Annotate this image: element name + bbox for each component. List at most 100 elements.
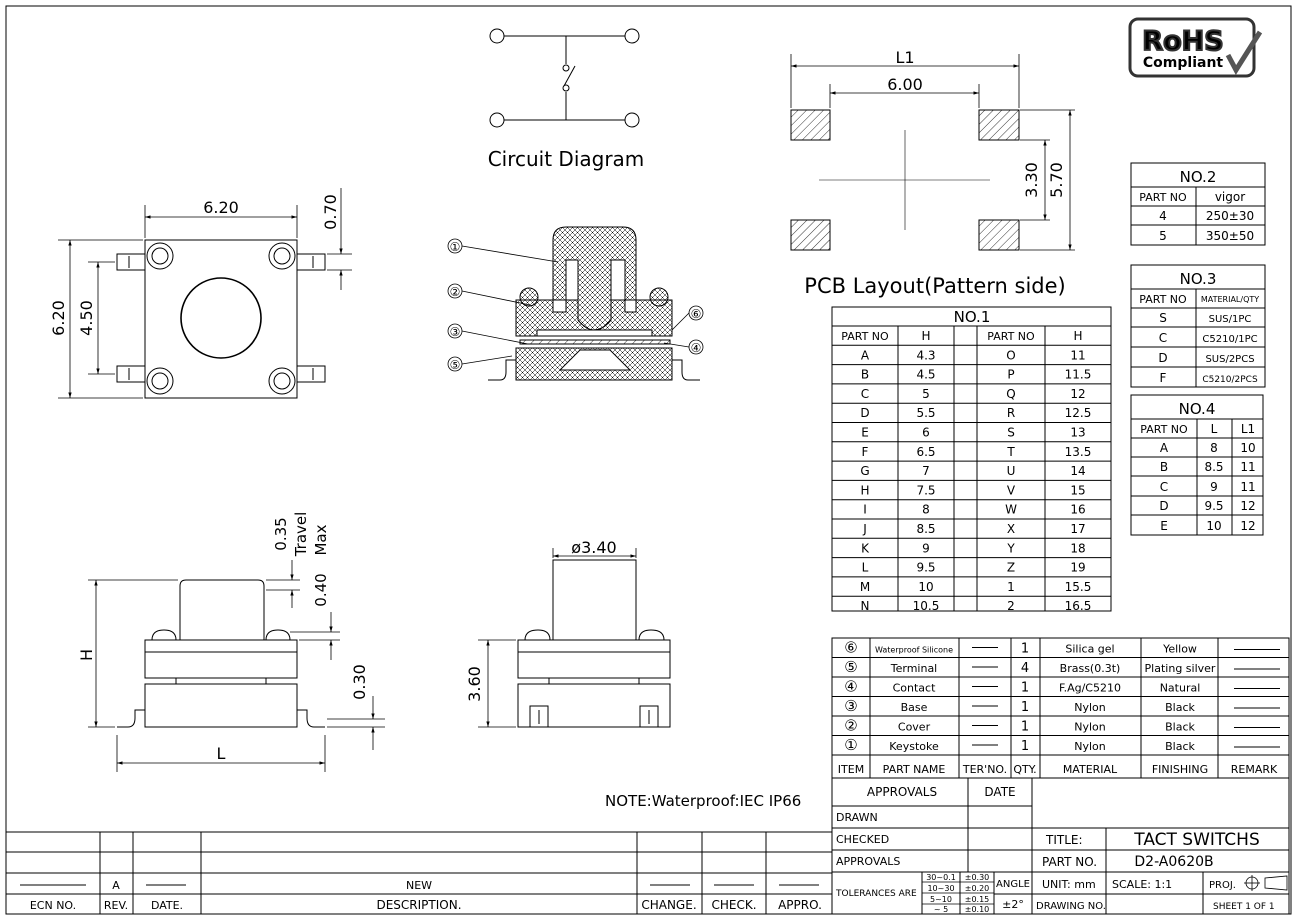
no1-cell: 11.5 [1065, 368, 1092, 382]
no1-cell: 12 [1070, 387, 1085, 401]
svg-text:PART NO: PART NO [1140, 423, 1188, 436]
svg-text:11: 11 [1240, 480, 1255, 494]
no1-cell: 9.5 [916, 561, 935, 575]
pcb-layout: L1 6.00 3.30 5.70 PCB Layout(Pattern sid… [790, 48, 1075, 298]
svg-text:APPRO.: APPRO. [778, 898, 822, 912]
no1-cell: 8.5 [916, 522, 935, 536]
no1-cell: O [1006, 348, 1015, 362]
svg-text:350±50: 350±50 [1206, 229, 1254, 243]
svg-text:D2-A0620B: D2-A0620B [1134, 854, 1213, 870]
svg-text:PART NO: PART NO [1139, 191, 1187, 204]
no1-cell: 11 [1070, 348, 1085, 362]
svg-text:DATE.: DATE. [151, 899, 183, 912]
table-no3: NO.3 PART NO MATERIAL/QTY S SUS/1PC C C5… [1130, 264, 1266, 388]
svg-text:DESCRIPTION.: DESCRIPTION. [376, 898, 461, 912]
circuit-title: Circuit Diagram [488, 147, 645, 171]
svg-text:C: C [1159, 331, 1167, 345]
svg-text:MATERIAL/QTY: MATERIAL/QTY [1201, 295, 1259, 304]
svg-text:9.5: 9.5 [1204, 499, 1223, 513]
bom-qty: 1 [1021, 642, 1029, 657]
bom-part-name: Base [901, 701, 928, 714]
check-icon [1225, 30, 1263, 75]
no1-cell: 18 [1070, 541, 1085, 555]
svg-text:vigor: vigor [1215, 190, 1245, 204]
svg-text:10: 10 [1240, 441, 1255, 455]
no1-cell: 9 [922, 541, 930, 555]
bom-item: ① [844, 736, 857, 754]
svg-text:F: F [1160, 371, 1167, 385]
no1-cell: 16 [1070, 503, 1085, 517]
svg-text:±0.20: ±0.20 [965, 884, 990, 893]
no1-cell: W [1005, 503, 1017, 517]
no1-cell: 13 [1070, 426, 1085, 440]
bom-material: Nylon [1074, 701, 1106, 714]
side-view: ø3.40 3.60 [465, 538, 671, 728]
svg-text:5~10: 5~10 [930, 895, 952, 904]
max-label: Max [312, 524, 330, 555]
bom-header-remark: REMARK [1231, 763, 1278, 776]
svg-text:NO.2: NO.2 [1180, 168, 1217, 186]
callout-2: ② [450, 285, 461, 299]
compliant-text: Compliant [1143, 55, 1224, 71]
svg-text:8: 8 [1210, 441, 1218, 455]
no1-cell: E [861, 426, 869, 440]
bom-part-name: Waterproof Silicone [875, 646, 953, 655]
no1-header: H [921, 329, 930, 343]
front-dim-h: H [77, 649, 96, 661]
bom-item: ⑥ [844, 639, 857, 657]
projection-symbol-icon [1244, 875, 1288, 891]
bom-qty: 1 [1021, 739, 1029, 754]
max-value: 0.40 [312, 573, 330, 606]
pcb-dim-570: 5.70 [1047, 162, 1066, 198]
svg-text:C5210/1PC: C5210/1PC [1202, 334, 1257, 345]
svg-text:NO.3: NO.3 [1180, 270, 1217, 288]
svg-text:±0.30: ±0.30 [965, 873, 990, 882]
bom-part-name: Contact [893, 682, 936, 695]
no1-cell: Z [1007, 561, 1015, 575]
svg-text:SHEET 1 OF 1: SHEET 1 OF 1 [1213, 902, 1275, 912]
bom-header-qty: QTY. [1013, 763, 1036, 776]
no1-cell: S [1007, 426, 1015, 440]
bom-item: ② [844, 717, 857, 735]
no1-cell: N [861, 599, 870, 613]
no1-cell: 13.5 [1065, 445, 1092, 459]
no1-cell: 4.5 [916, 368, 935, 382]
bom-finishing: Black [1165, 721, 1195, 734]
svg-text:~ 5: ~ 5 [934, 905, 948, 914]
rohs-text: RoHS [1142, 26, 1223, 57]
no1-cell: L [862, 561, 869, 575]
no1-cell: I [863, 503, 867, 517]
svg-text:12: 12 [1240, 499, 1255, 513]
svg-text:APPROVALS: APPROVALS [867, 785, 937, 799]
no1-cell: A [861, 348, 870, 362]
svg-text:APPROVALS: APPROVALS [836, 855, 900, 868]
front-view: H L 0.35 Travel 0.40 Max 0.30 [77, 512, 385, 772]
no1-cell: 2 [1007, 599, 1015, 613]
svg-text:A: A [112, 879, 120, 892]
no1-cell: V [1007, 483, 1016, 497]
bom-header-material: MATERIAL [1063, 763, 1118, 776]
no1-cell: Q [1006, 387, 1015, 401]
bom-item: ③ [844, 697, 857, 715]
no1-cell: 17 [1070, 522, 1085, 536]
callout-6: ⑥ [691, 307, 702, 321]
top-dim-inner: 4.50 [77, 300, 96, 336]
no1-cell: 1 [1007, 580, 1015, 594]
bom-header-item: ITEM [838, 763, 864, 776]
no1-cell: 7.5 [916, 483, 935, 497]
circuit-diagram: Circuit Diagram [488, 28, 645, 171]
no1-cell: 7 [922, 464, 930, 478]
no1-cell: 10 [918, 580, 933, 594]
no1-cell: 12.5 [1065, 406, 1092, 420]
svg-text:C: C [1160, 480, 1168, 494]
svg-text:4: 4 [1159, 209, 1167, 223]
no1-cell: 6 [922, 426, 930, 440]
section-view: ① ② ③ ⑤ ⑥ ④ [447, 226, 704, 381]
bom-material: F.Ag/C5210 [1059, 682, 1121, 695]
pcb-dim-l1: L1 [895, 48, 914, 67]
no1-header: PART NO [987, 330, 1035, 343]
svg-text:L: L [1211, 422, 1218, 436]
no1-cell: B [861, 368, 869, 382]
svg-text:TITLE:: TITLE: [1045, 833, 1083, 847]
